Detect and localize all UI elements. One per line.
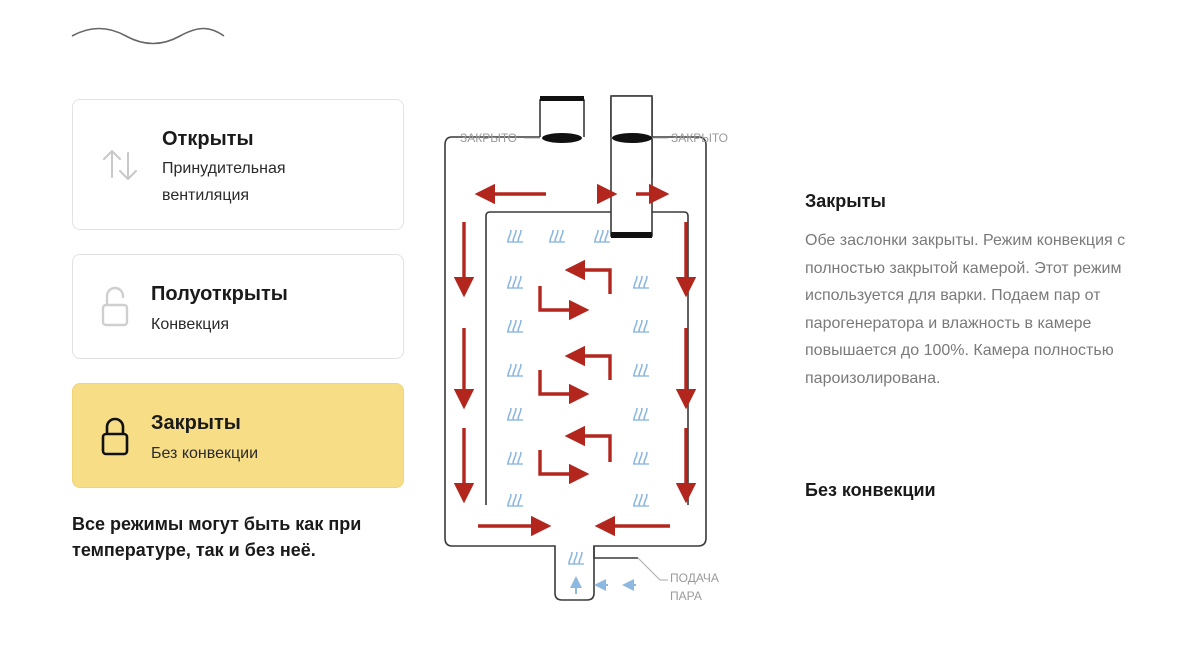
info-description: Обе заслонки закрыты. Режим конвекция с …	[805, 232, 1126, 387]
modes-note: Все режимы могут быть как при температур…	[72, 514, 362, 560]
decorative-wave	[71, 27, 225, 45]
mode-subtitle: Без конвекции	[151, 445, 258, 462]
chamber-inner-wall	[485, 211, 689, 505]
info-subtitle: Без конвекции	[805, 480, 936, 500]
mode-card-open[interactable]: Открыты Принудительная вентиляция	[72, 99, 404, 230]
mode-title: Полуоткрыты	[151, 283, 288, 305]
right-damper	[612, 133, 652, 143]
left-damper-label: ЗАКРЫТО	[460, 131, 517, 145]
steam-icons	[506, 229, 650, 565]
mode-card-half-open[interactable]: Полуоткрыты Конвекция	[72, 254, 404, 359]
left-damper	[542, 133, 582, 143]
info-title: Закрыты	[805, 191, 886, 211]
unlocked-padlock-icon	[101, 286, 129, 327]
locked-padlock-icon	[101, 417, 129, 456]
chamber-diagram: ЗАКРЫТО ЗАКРЫТО ПОДАЧА ПАРА	[444, 95, 728, 603]
mode-subtitle: Конвекция	[151, 316, 230, 333]
arrows-up-down-icon	[103, 150, 137, 180]
mode-title: Открыты	[162, 128, 254, 150]
mode-subtitle: Принудительная вентиляция	[162, 160, 286, 204]
mode-card-closed[interactable]: Закрыты Без конвекции	[72, 383, 404, 488]
right-damper-label: ЗАКРЫТО	[671, 131, 728, 145]
mode-title: Закрыты	[151, 412, 241, 434]
steam-feed-label: ПАРА	[670, 589, 702, 603]
steam-feed-label: ПОДАЧА	[670, 571, 719, 585]
